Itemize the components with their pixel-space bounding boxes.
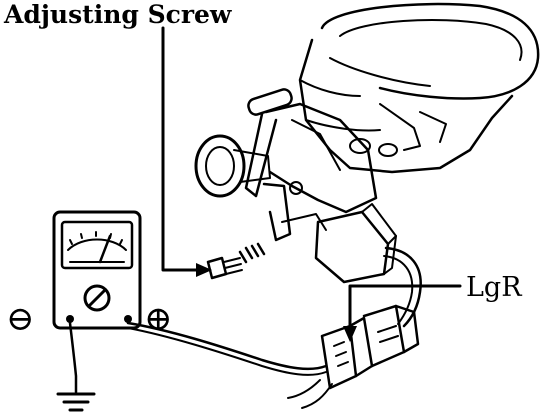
carburetor-icon — [194, 2, 540, 242]
wire-harness — [287, 246, 422, 409]
connector-icon — [320, 304, 420, 390]
positive-test-lead — [126, 321, 328, 376]
lgr-callout — [343, 284, 462, 342]
negative-terminal-symbol: ⊖ — [6, 299, 35, 339]
adjusting-screw-icon — [206, 256, 243, 280]
ground-lead — [68, 321, 78, 394]
adjusting-screw-callout — [161, 26, 212, 277]
spring-icon — [238, 242, 266, 264]
control-box-icon — [314, 203, 397, 284]
adjusting-screw-label: Adjusting Screw — [3, 0, 233, 29]
wire-color-label: LgR — [466, 272, 522, 303]
voltmeter-icon — [52, 210, 142, 330]
ground-symbol-icon — [56, 392, 96, 412]
